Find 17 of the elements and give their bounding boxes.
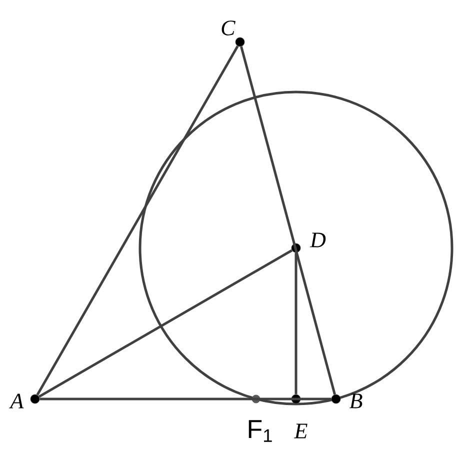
- point-label: A: [9, 394, 24, 408]
- point-label: F$_{1}$: [248, 420, 272, 442]
- line-segment: [240, 46, 336, 395]
- line-segment: [40, 398, 332, 400]
- point: [252, 394, 260, 404]
- point: [291, 243, 301, 253]
- point-label: D: [310, 232, 326, 248]
- line-segment: [36, 45, 239, 396]
- point: [331, 394, 341, 404]
- point: [291, 394, 301, 404]
- point: [235, 37, 245, 47]
- point-label: C: [222, 20, 236, 36]
- point: [30, 394, 40, 404]
- point-label: B: [350, 394, 362, 408]
- line-segment: [294, 252, 298, 394]
- point-label: E: [294, 424, 308, 438]
- line-segment: [38, 249, 293, 398]
